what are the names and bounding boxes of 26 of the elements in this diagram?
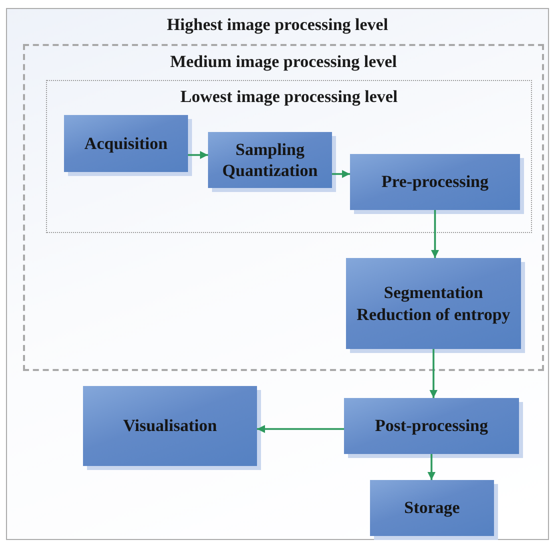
box-label: Sampling Quantization <box>221 138 319 182</box>
group-title: Highest image processing level <box>166 15 390 35</box>
group-title: Lowest image processing level <box>179 87 399 107</box>
process-box <box>350 154 520 210</box>
process-box <box>346 258 521 349</box>
box-label: Pre-processing <box>380 171 490 194</box>
box-label: Storage <box>403 497 461 520</box>
box-label: Segmentation Reduction of entropy <box>356 282 512 326</box>
process-box <box>370 480 494 536</box>
process-box <box>344 398 519 454</box>
arrow <box>332 170 350 178</box>
dotted-frame <box>46 80 532 233</box>
group-title: Medium image processing level <box>169 52 398 72</box>
process-box <box>208 132 332 188</box>
dashed-frame <box>23 44 544 371</box>
arrow <box>431 210 439 258</box>
arrow <box>188 151 208 159</box>
arrow <box>430 349 438 398</box>
box-label: Acquisition <box>83 132 169 155</box>
arrow <box>257 425 344 433</box>
box-label: Visualisation <box>122 415 218 438</box>
arrow <box>428 454 436 480</box>
outer-frame <box>6 8 549 540</box>
process-box <box>83 386 257 466</box>
box-label: Post-processing <box>374 415 489 438</box>
process-box <box>64 115 188 172</box>
